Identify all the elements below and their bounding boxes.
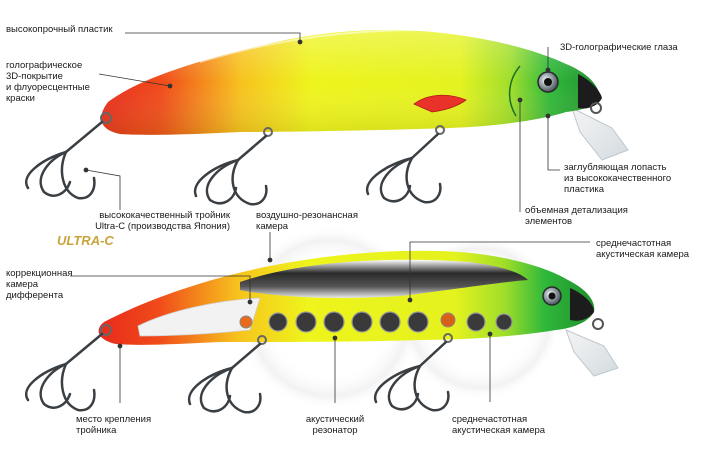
lure-nose: [578, 74, 602, 109]
label-detail: объемная детализация элементов: [525, 205, 628, 227]
label-eyes: 3D-голографические глаза: [560, 42, 678, 53]
lateral-stripe: [240, 259, 528, 298]
treble-hook-6: [373, 340, 450, 412]
pectoral-fin: [413, 94, 467, 113]
trim-chamber-window: [137, 297, 261, 337]
ultra-c-logo: ULTRA-C: [57, 233, 114, 248]
treble-hook-2: [193, 134, 268, 206]
diving-lip-2: [565, 329, 619, 377]
acoustic-balls: [239, 311, 513, 333]
treble-hook-5: [187, 342, 262, 414]
label-trim-chamber: коррекционная камера дифферента: [6, 268, 73, 301]
bottom-lure: [25, 226, 619, 414]
label-mid-chamber-top: среднечастотная акустическая камера: [596, 238, 690, 260]
treble-hook-1: [25, 120, 104, 200]
label-air-chamber: воздушно-резонансная камера: [256, 210, 358, 232]
treble-hook-4: [25, 332, 104, 412]
label-plastic: высокопрочный пластик: [6, 24, 113, 35]
label-holo-coating: голографическое 3D-покрытие и флуоресцен…: [6, 60, 90, 104]
leader-lines: [70, 32, 590, 403]
diving-lip: [571, 107, 629, 161]
label-hook-mount: место крепления тройника: [76, 414, 152, 436]
label-mid-chamber-bottom: среднечастотная акустическая камера: [452, 414, 546, 436]
label-lip: заглубляющая лопасть из высококачественн…: [564, 162, 672, 195]
label-hooks: высококачественный тройник Ultra-C (прои…: [95, 210, 230, 232]
top-lure: [25, 29, 629, 206]
label-resonator: акустический резонатор: [305, 414, 365, 436]
treble-hook-3: [365, 132, 442, 204]
